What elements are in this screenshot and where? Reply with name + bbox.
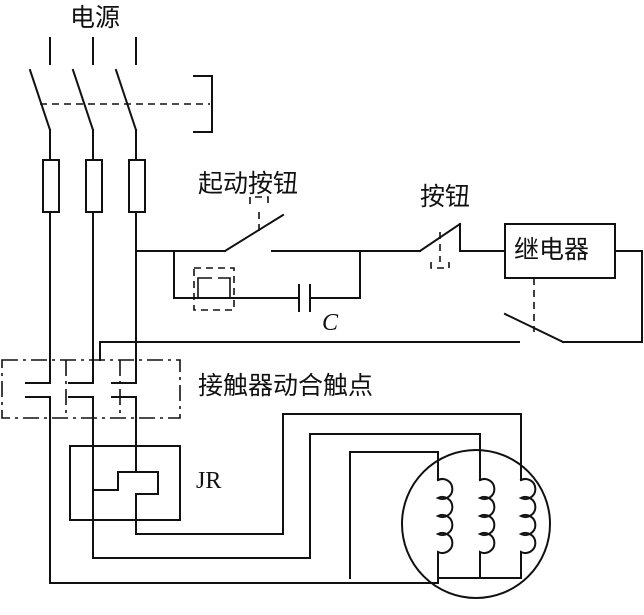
power-source-label: 电源 (70, 3, 120, 32)
fuses (42, 159, 146, 361)
thermal-relay (69, 417, 181, 521)
motor (401, 449, 551, 599)
phase-conductors (49, 129, 137, 161)
button-label: 按钮 (420, 182, 470, 211)
relay: 继电器 (99, 223, 643, 361)
start-button-label: 起动按钮 (198, 169, 298, 198)
capacitor-label: C (322, 310, 339, 336)
stop-button (359, 222, 506, 269)
thermal-relay-label: JR (196, 468, 221, 494)
contactor-contacts-label: 接触器动合触点 (198, 371, 373, 400)
relay-label: 继电器 (514, 235, 589, 264)
contactor-main-contacts (1, 359, 181, 419)
start-button (135, 196, 361, 253)
main-three-pole-switch (28, 37, 213, 133)
capacitor-branch: C (173, 250, 361, 336)
motor-feed-wires (49, 413, 522, 584)
